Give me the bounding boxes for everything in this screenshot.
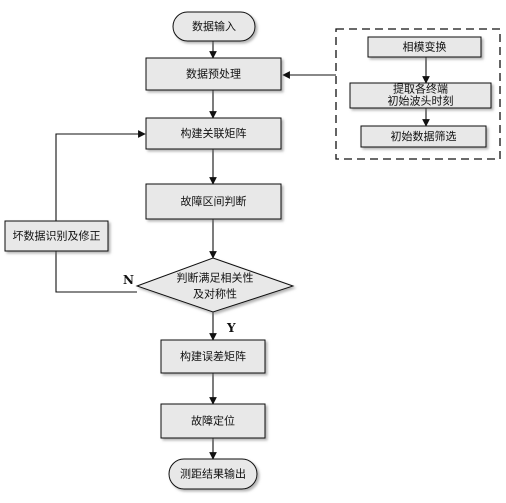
build-correlation-box — [145, 117, 282, 150]
edge-baddata-to-correlation — [55, 130, 146, 221]
end-label: 测距结果输出 — [180, 467, 246, 481]
edge-label-no: N — [123, 273, 134, 287]
extract-box — [349, 82, 492, 109]
start-terminal — [172, 11, 256, 42]
extract-label-line2: 初始波头时刻 — [388, 94, 454, 108]
initial-filter-label: 初始数据筛选 — [391, 129, 457, 143]
locate-label: 故障定位 — [191, 414, 235, 428]
build-error-label: 构建误差矩阵 — [180, 349, 246, 363]
locate-box — [160, 403, 266, 439]
preprocess-label: 数据预处理 — [186, 67, 241, 81]
decision-label-line2: 及对称性 — [193, 287, 237, 301]
initial-filter-box — [360, 125, 487, 148]
decision-label-line1: 判断满足相关性 — [177, 271, 254, 285]
interval-judge-box — [145, 183, 282, 220]
build-correlation-label: 构建关联矩阵 — [181, 126, 247, 140]
end-terminal — [168, 458, 258, 490]
side-panel-dashed-border — [335, 28, 501, 160]
phase-transform-box — [367, 36, 482, 58]
edge-decision-no-to-baddata — [55, 251, 137, 293]
edge-label-yes: Y — [226, 321, 236, 335]
preprocess-box — [145, 57, 282, 91]
interval-judge-label: 故障区间判断 — [181, 194, 247, 208]
start-label: 数据输入 — [192, 19, 236, 33]
extract-label-line1: 提取各终端 — [393, 82, 448, 96]
bad-data-label: 坏数据识别及修正 — [13, 229, 101, 243]
build-error-box — [160, 339, 266, 374]
bad-data-box — [4, 220, 109, 252]
decision-diamond — [135, 257, 295, 313]
phase-transform-label: 相模变换 — [403, 40, 447, 54]
